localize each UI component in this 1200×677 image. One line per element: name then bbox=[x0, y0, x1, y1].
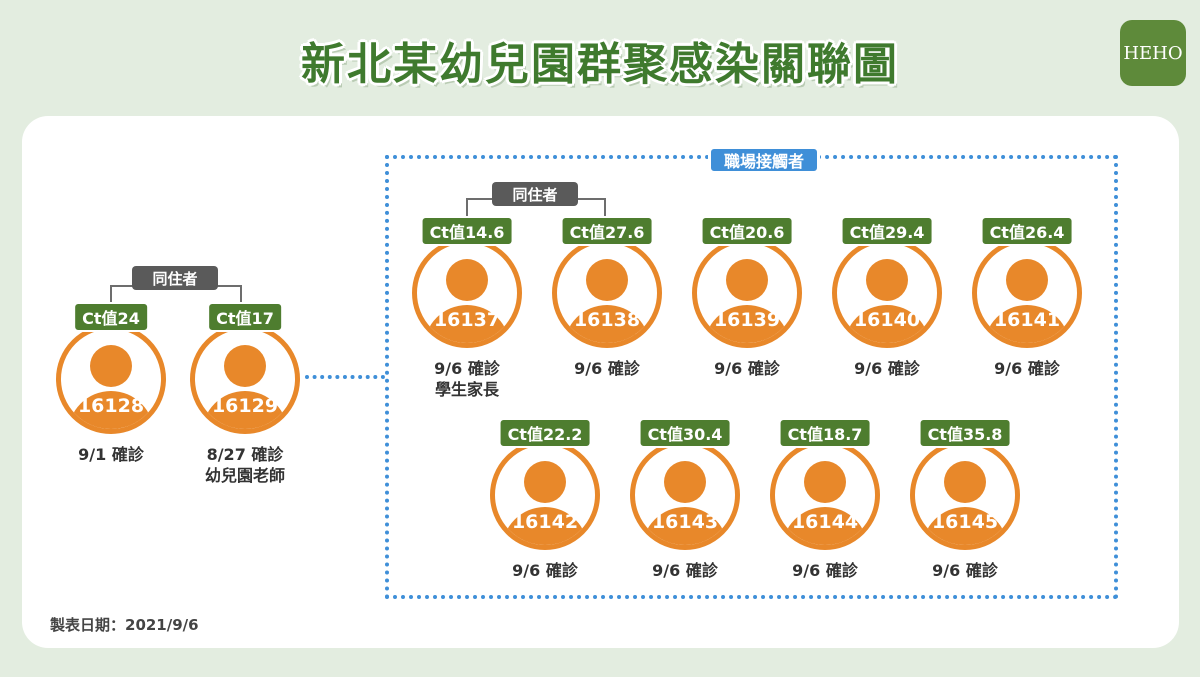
case-number: 16142 bbox=[511, 511, 579, 533]
case-16145: 16145 Ct值35.8 9/6 確診 bbox=[895, 410, 1035, 670]
person-icon: 16143 bbox=[630, 440, 740, 550]
connector-line bbox=[305, 375, 385, 379]
case-16143: 16143 Ct值30.4 9/6 確診 bbox=[615, 410, 755, 670]
case-16137: 16137 Ct值14.6 9/6 確診學生家長 bbox=[397, 208, 537, 468]
case-number: 16143 bbox=[651, 511, 719, 533]
case-number: 16128 bbox=[77, 395, 145, 417]
ct-value-tag: Ct值20.6 bbox=[700, 216, 794, 246]
ct-value-tag: Ct值30.4 bbox=[638, 418, 732, 448]
case-number: 16141 bbox=[993, 309, 1061, 331]
case-number: 16145 bbox=[931, 511, 999, 533]
case-role: 幼兒園老師 bbox=[204, 466, 285, 485]
confirm-date: 9/6 確診 bbox=[434, 359, 500, 378]
ct-value-tag: Ct值24 bbox=[73, 302, 149, 332]
person-icon: 16145 bbox=[910, 440, 1020, 550]
person-icon: 16128 bbox=[56, 324, 166, 434]
case-16129: 16129 Ct值17 8/27 確診幼兒園老師 bbox=[175, 294, 315, 554]
workplace-contacts-label: 職場接觸者 bbox=[708, 146, 820, 174]
chart-date: 製表日期：2021/9/6 bbox=[50, 616, 199, 634]
confirm-date: 9/6 確診 bbox=[512, 561, 578, 580]
confirm-date: 9/6 確診 bbox=[792, 561, 858, 580]
heho-logo: HEHO bbox=[1120, 20, 1186, 86]
ct-value-tag: Ct值22.2 bbox=[498, 418, 592, 448]
confirm-date: 9/6 確診 bbox=[574, 359, 640, 378]
person-icon: 16141 bbox=[972, 238, 1082, 348]
confirm-date: 9/6 確診 bbox=[854, 359, 920, 378]
person-icon: 16129 bbox=[190, 324, 300, 434]
person-icon: 16144 bbox=[770, 440, 880, 550]
case-number: 16138 bbox=[573, 309, 641, 331]
person-icon: 16142 bbox=[490, 440, 600, 550]
case-number: 16137 bbox=[433, 309, 501, 331]
case-16141: 16141 Ct值26.4 9/6 確診 bbox=[957, 208, 1097, 468]
person-icon: 16140 bbox=[832, 238, 942, 348]
case-number: 16129 bbox=[211, 395, 279, 417]
person-icon: 16138 bbox=[552, 238, 662, 348]
ct-value-tag: Ct值26.4 bbox=[980, 216, 1074, 246]
case-role: 學生家長 bbox=[434, 380, 499, 399]
case-number: 16140 bbox=[853, 309, 921, 331]
confirm-date: 9/6 確診 bbox=[932, 561, 998, 580]
ct-value-tag: Ct值17 bbox=[207, 302, 283, 332]
case-16140: 16140 Ct值29.4 9/6 確診 bbox=[817, 208, 957, 468]
confirm-date: 9/6 確診 bbox=[652, 561, 718, 580]
ct-value-tag: Ct值27.6 bbox=[560, 216, 654, 246]
cohabit-label-left: 同住者 bbox=[132, 266, 218, 290]
confirm-date: 9/1 確診 bbox=[78, 445, 144, 464]
case-number: 16144 bbox=[791, 511, 859, 533]
ct-value-tag: Ct值29.4 bbox=[840, 216, 934, 246]
case-16144: 16144 Ct值18.7 9/6 確診 bbox=[755, 410, 895, 670]
confirm-date: 8/27 確診 bbox=[206, 445, 284, 464]
person-icon: 16137 bbox=[412, 238, 522, 348]
case-16142: 16142 Ct值22.2 9/6 確診 bbox=[475, 410, 615, 670]
ct-value-tag: Ct值14.6 bbox=[420, 216, 514, 246]
page-title: 新北某幼兒園群聚感染關聯圖 bbox=[301, 39, 899, 90]
case-number: 16139 bbox=[713, 309, 781, 331]
case-16139: 16139 Ct值20.6 9/6 確診 bbox=[677, 208, 817, 468]
case-16128: 16128 Ct值24 9/1 確診 bbox=[41, 294, 181, 554]
confirm-date: 9/6 確診 bbox=[994, 359, 1060, 378]
confirm-date: 9/6 確診 bbox=[714, 359, 780, 378]
ct-value-tag: Ct值35.8 bbox=[918, 418, 1012, 448]
cohabit-label-right: 同住者 bbox=[492, 182, 578, 206]
person-icon: 16139 bbox=[692, 238, 802, 348]
case-16138: 16138 Ct值27.6 9/6 確診 bbox=[537, 208, 677, 468]
ct-value-tag: Ct值18.7 bbox=[778, 418, 872, 448]
